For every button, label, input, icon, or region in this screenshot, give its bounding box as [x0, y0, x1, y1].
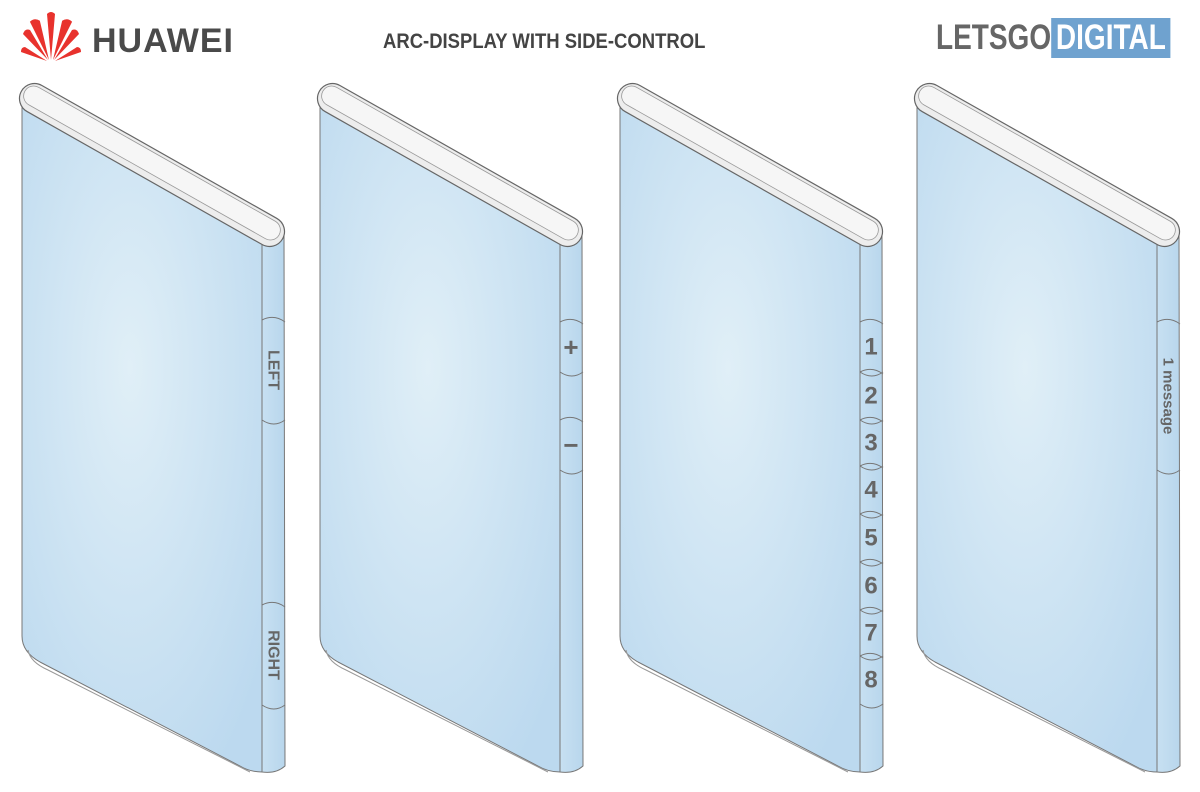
- button-label: 8: [864, 667, 877, 694]
- side-control-button[interactable]: 4: [859, 462, 884, 519]
- header: HUAWEI ARC-DISPLAY WITH SIDE-CONTROL LET…: [0, 0, 1200, 80]
- button-divider: [261, 316, 286, 425]
- phone-3: 1 2 3 4 5 6 7 8: [616, 82, 884, 773]
- screen-face: [319, 97, 561, 773]
- top-cap-inner: [321, 85, 579, 241]
- button-label: +: [563, 332, 578, 362]
- bottom-edge: [922, 649, 1146, 773]
- phone-1: LEFT RIGHT: [18, 82, 286, 773]
- bottom-edge: [325, 649, 549, 773]
- button-label: 6: [864, 573, 877, 600]
- screen-face: [916, 97, 1158, 773]
- logo-part-digital: DIGITAL: [1051, 18, 1171, 58]
- screen-face: [619, 97, 861, 773]
- button-divider: [559, 416, 584, 475]
- side-control-button[interactable]: LEFT: [261, 316, 286, 425]
- side-control-button[interactable]: 1 message: [1156, 318, 1181, 475]
- bottom-edge: [27, 649, 251, 773]
- huawei-brand-text: HUAWEI: [92, 22, 234, 60]
- button-label: RIGHT: [265, 630, 282, 680]
- top-cap-inner: [23, 85, 281, 241]
- side-control-button[interactable]: 5: [859, 510, 884, 567]
- logo-part-letsgo: LETSGO: [936, 18, 1052, 57]
- side-control-button[interactable]: −: [559, 416, 584, 475]
- button-label: 1 message: [1160, 358, 1177, 435]
- button-label: 4: [864, 477, 878, 504]
- button-label: 1: [864, 334, 877, 361]
- side-control-button[interactable]: 8: [859, 652, 884, 709]
- button-divider: [1156, 318, 1181, 475]
- top-cap-inner: [621, 85, 879, 241]
- button-label: 7: [864, 620, 877, 647]
- huawei-logo-icon: [21, 12, 81, 61]
- phone-4: 1 message: [913, 82, 1181, 773]
- button-divider: [261, 601, 286, 710]
- button-label: −: [563, 430, 578, 460]
- side-edge: [261, 229, 286, 773]
- page-title: ARC-DISPLAY WITH SIDE-CONTROL: [383, 30, 706, 53]
- top-cap-inner: [918, 85, 1176, 241]
- side-control-button[interactable]: +: [559, 318, 584, 377]
- side-control-button[interactable]: RIGHT: [261, 601, 286, 710]
- screen-face: [21, 97, 263, 773]
- side-edge: [1156, 229, 1181, 773]
- button-label: 3: [864, 430, 877, 457]
- button-label: 5: [864, 525, 877, 552]
- bottom-edge: [625, 649, 849, 773]
- side-edge: [559, 229, 584, 773]
- letsgodigital-logo: LETSGO DIGITAL: [936, 18, 1171, 58]
- button-label: 2: [864, 383, 877, 410]
- phone-2: +−: [316, 82, 584, 773]
- button-divider: [559, 318, 584, 377]
- button-divider: [859, 652, 884, 709]
- button-label: LEFT: [265, 350, 282, 390]
